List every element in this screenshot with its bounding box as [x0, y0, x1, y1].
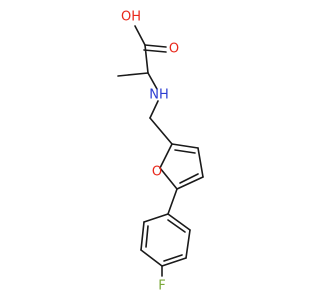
amine-label: NH: [149, 88, 169, 103]
bond-furan-o-c5: [159, 167, 178, 190]
furan-oxygen-label: O: [152, 165, 162, 180]
bond-furan-c2-o: [159, 143, 173, 169]
bond-calpha-methyl: [117, 72, 149, 77]
bond-ring-inner-c: [167, 219, 186, 233]
bond-ring-2-3: [140, 221, 145, 251]
bond-ring-inner-a: [145, 225, 149, 248]
bond-c-calpha: [144, 44, 149, 74]
molecule-canvas: OH O NH O F: [117, 9, 204, 294]
bond-c-o-double-a: [144, 44, 167, 48]
bond-ch2-furan: [149, 117, 173, 145]
bond-furan-c5-c4: [176, 176, 204, 190]
fluorine-label: F: [158, 279, 165, 294]
bond-calpha-n: [147, 72, 158, 90]
bond-n-ch2: [149, 100, 159, 119]
bond-furan-c2-c3-inner: [174, 149, 196, 154]
bond-ring-inner-b: [163, 254, 183, 262]
molecule-structure: OH O NH O F: [117, 10, 204, 294]
bond-c-o-double-b: [143, 49, 167, 53]
hydroxyl-label: OH: [121, 10, 141, 25]
bond-furan-c3-c2: [171, 143, 199, 149]
bond-furan-c4-c5-inner: [179, 173, 199, 184]
bond-furan-c4-c3: [197, 147, 204, 178]
bond-ring-4-5: [161, 257, 187, 267]
bond-c-oh: [134, 25, 146, 46]
bond-furan-phenyl: [167, 188, 178, 215]
carbonyl-oxygen-label: O: [169, 42, 179, 57]
bond-ring-6-1: [167, 213, 191, 231]
bond-ring-3-4: [140, 249, 163, 267]
bond-ring-5-6: [185, 229, 191, 259]
bond-ring-1-2: [143, 213, 169, 223]
